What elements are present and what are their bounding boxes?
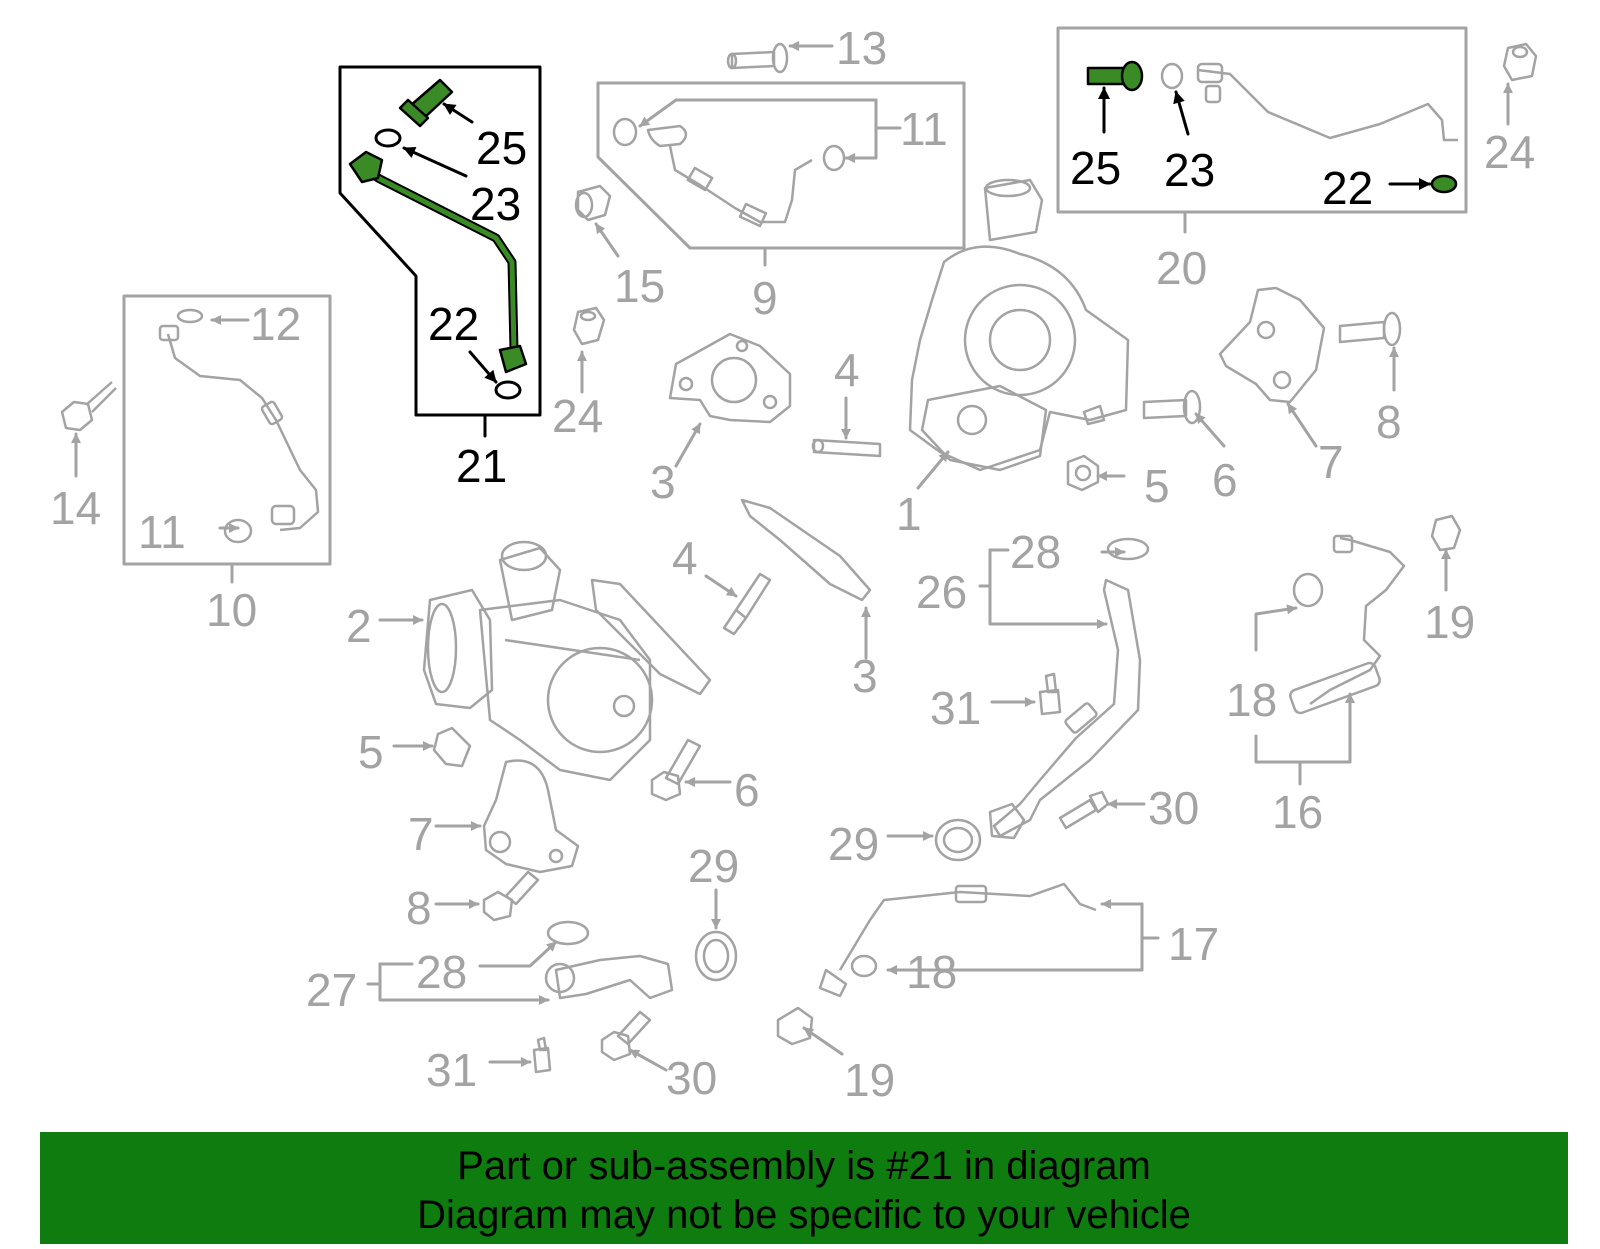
leader-lines: [71, 41, 1513, 1072]
callout-29-upper: 29: [828, 818, 879, 870]
banner-line-disclaimer: Diagram may not be specific to your vehi…: [417, 1193, 1191, 1237]
callout-4-lower: 4: [672, 532, 698, 584]
callout-5-lower: 5: [358, 726, 384, 778]
callout-30-upper: 30: [1148, 782, 1199, 834]
nut-5-upper: [1066, 454, 1100, 492]
callout-13: 13: [836, 22, 887, 74]
callout-2: 2: [346, 600, 372, 652]
callout-19-upper: 19: [1424, 596, 1475, 648]
bolt-8-lower: [482, 870, 540, 922]
callout-15: 15: [614, 260, 665, 312]
washer-22-box20: [1430, 174, 1458, 194]
stud-4-upper: [811, 438, 882, 458]
callout-27: 27: [306, 964, 357, 1016]
callout-14: 14: [50, 482, 101, 534]
oil-line-10: [158, 308, 320, 544]
bolt-13: [726, 42, 789, 74]
banjo-bolt-25-box20: [1086, 60, 1144, 92]
assembly-box-9: [596, 81, 966, 267]
nut-19-lower: [776, 1006, 814, 1046]
callout-7-upper: 7: [1318, 436, 1344, 488]
seal-29-upper: [934, 818, 982, 862]
oil-line-17: [818, 882, 1097, 998]
washer-22-box21[interactable]: [494, 380, 522, 400]
oil-feed-line-21[interactable]: [348, 150, 528, 374]
bolt-6-lower: [650, 738, 702, 802]
callout-24-right: 24: [1484, 126, 1535, 178]
callout-29-lower: 29: [688, 840, 739, 892]
callout-18-lower: 18: [906, 946, 957, 998]
washer-23-box21[interactable]: [374, 128, 402, 148]
oil-line-16: [1289, 534, 1406, 715]
callout-21: 21: [456, 440, 507, 492]
callout-8-lower: 8: [406, 882, 432, 934]
pipe-27: [544, 920, 674, 1000]
nut-19-upper: [1430, 514, 1462, 552]
callout-4-upper: 4: [834, 344, 860, 396]
stud-31-upper: [1038, 672, 1062, 716]
callout-26: 26: [916, 566, 967, 618]
callout-3-lower: 3: [852, 650, 878, 702]
callout-28-lower: 28: [416, 946, 467, 998]
callout-24-left: 24: [552, 390, 603, 442]
callout-11-left: 11: [138, 506, 186, 558]
callout-18-right: 18: [1226, 674, 1277, 726]
info-banner: Part or sub-assembly is #21 in diagram D…: [40, 1132, 1568, 1244]
callout-6-upper: 6: [1212, 454, 1238, 506]
assembly-box-20: [1056, 26, 1468, 234]
banner-line-part: Part or sub-assembly is #21 in diagram: [457, 1144, 1151, 1188]
callout-8-upper: 8: [1376, 396, 1402, 448]
nut-24-right: [1502, 42, 1538, 82]
callout-6-lower: 6: [734, 764, 760, 816]
nut-5-lower: [432, 726, 472, 768]
turbocharger-2: [422, 540, 712, 782]
callout-25-box20: 25: [1070, 142, 1121, 194]
bolt-8-upper: [1338, 311, 1402, 347]
callout-11-top: 11: [900, 103, 948, 155]
assembly-box-21[interactable]: [338, 65, 542, 438]
banjo-bolt-25-box21[interactable]: [398, 78, 454, 128]
callout-10: 10: [206, 584, 257, 636]
bracket-7-lower: [482, 759, 580, 874]
nut-24-left: [572, 306, 606, 346]
gasket-3-upper: [668, 332, 792, 424]
callout-9: 9: [752, 272, 778, 324]
tube-26: [988, 537, 1150, 840]
bolt-30-lower: [600, 1010, 652, 1062]
gasket-3-lower: [740, 498, 872, 602]
callout-23-box20: 23: [1164, 144, 1215, 196]
bolt-30-upper: [1058, 790, 1110, 830]
callout-12: 12: [250, 298, 301, 350]
callout-1: 1: [896, 488, 922, 540]
bracket-7-upper: [1218, 286, 1326, 404]
callout-31-lower: 31: [426, 1044, 477, 1096]
assembly-box-10: [122, 294, 332, 584]
callout-28-upper: 28: [1010, 526, 1061, 578]
bolt-14: [60, 381, 117, 432]
callout-31-upper: 31: [930, 682, 981, 734]
callout-7-lower: 7: [408, 808, 434, 860]
bolt-6-upper: [1142, 389, 1202, 425]
callout-30-lower: 30: [666, 1052, 717, 1104]
stud-31-lower: [532, 1036, 552, 1074]
callout-22-box21: 22: [428, 298, 479, 350]
callout-3-upper: 3: [650, 456, 676, 508]
callout-25-box21: 25: [476, 122, 527, 174]
callout-23-box21: 23: [470, 178, 521, 230]
callout-20: 20: [1156, 242, 1207, 294]
callout-5-upper: 5: [1144, 460, 1170, 512]
seal-29-lower: [694, 930, 738, 982]
callout-22-box20: 22: [1322, 162, 1373, 214]
callout-17: 17: [1168, 918, 1219, 970]
turbocharger-1: [908, 178, 1130, 472]
stud-4-lower: [722, 572, 772, 636]
callout-16: 16: [1272, 786, 1323, 838]
oil-line-9: [612, 117, 846, 228]
clip-15: [574, 184, 612, 222]
callout-19-lower: 19: [844, 1054, 895, 1106]
oil-line-20: [1160, 62, 1458, 142]
callout-labels: 13 11 9 15 24 24 12 11 10 14 3 4 1 5 6 7…: [50, 22, 1535, 1106]
